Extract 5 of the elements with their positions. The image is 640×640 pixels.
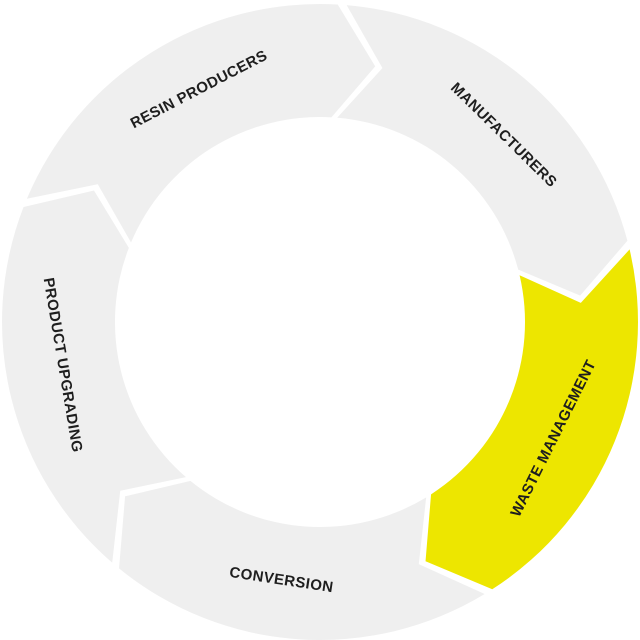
arrow-segment: [426, 249, 638, 590]
arrow-segment: [337, 5, 628, 296]
segment-label: PRODUCT UPGRADING: [40, 276, 86, 454]
segment-label: CONVERSION: [228, 564, 335, 596]
arrow-segment: [119, 480, 485, 640]
